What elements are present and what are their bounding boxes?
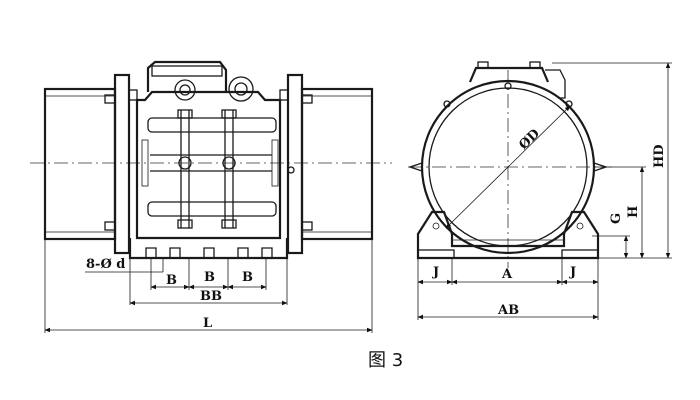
right-flange [286,73,304,255]
cable-gland-icon [174,79,196,101]
holes-label: 8-Ø d [86,257,125,272]
mounting-slots [145,247,273,258]
dim-b-1-label: B [166,273,177,288]
dim-g-label: G [609,213,624,224]
tie-bolts [177,109,237,229]
side-extension-lines [417,62,672,320]
side-left-lug [407,162,423,172]
left-end-cover [43,87,117,241]
dim-l-label: L [203,316,212,331]
front-extension-lines [44,239,373,333]
dim-od-line [445,105,571,229]
dim-j-right-label: J [569,265,576,280]
side-base [416,210,600,260]
dim-hd-label: HD [652,144,667,168]
motor-body [135,90,282,240]
dim-bb-label: BB [200,289,222,304]
front-base [128,238,289,260]
right-end-cover [300,87,374,241]
dim-ab-label: AB [497,303,519,318]
side-top-housing [468,66,550,83]
dim-od-label: ØD [516,126,543,152]
dim-a-label: A [501,267,513,282]
figure-caption: 图 3 [368,350,403,371]
front-view: 8-Ø d B B B BB L [30,60,392,333]
dim-b-2-label: B [204,270,215,285]
side-view: ØD J A J AB G [407,61,672,320]
dim-j-left-label: J [432,265,439,280]
left-flange [113,73,131,255]
dim-h-label: H [626,206,641,218]
lifting-eye-icon [228,76,254,102]
terminal-box [146,60,228,92]
dim-b-3-label: B [242,270,253,285]
